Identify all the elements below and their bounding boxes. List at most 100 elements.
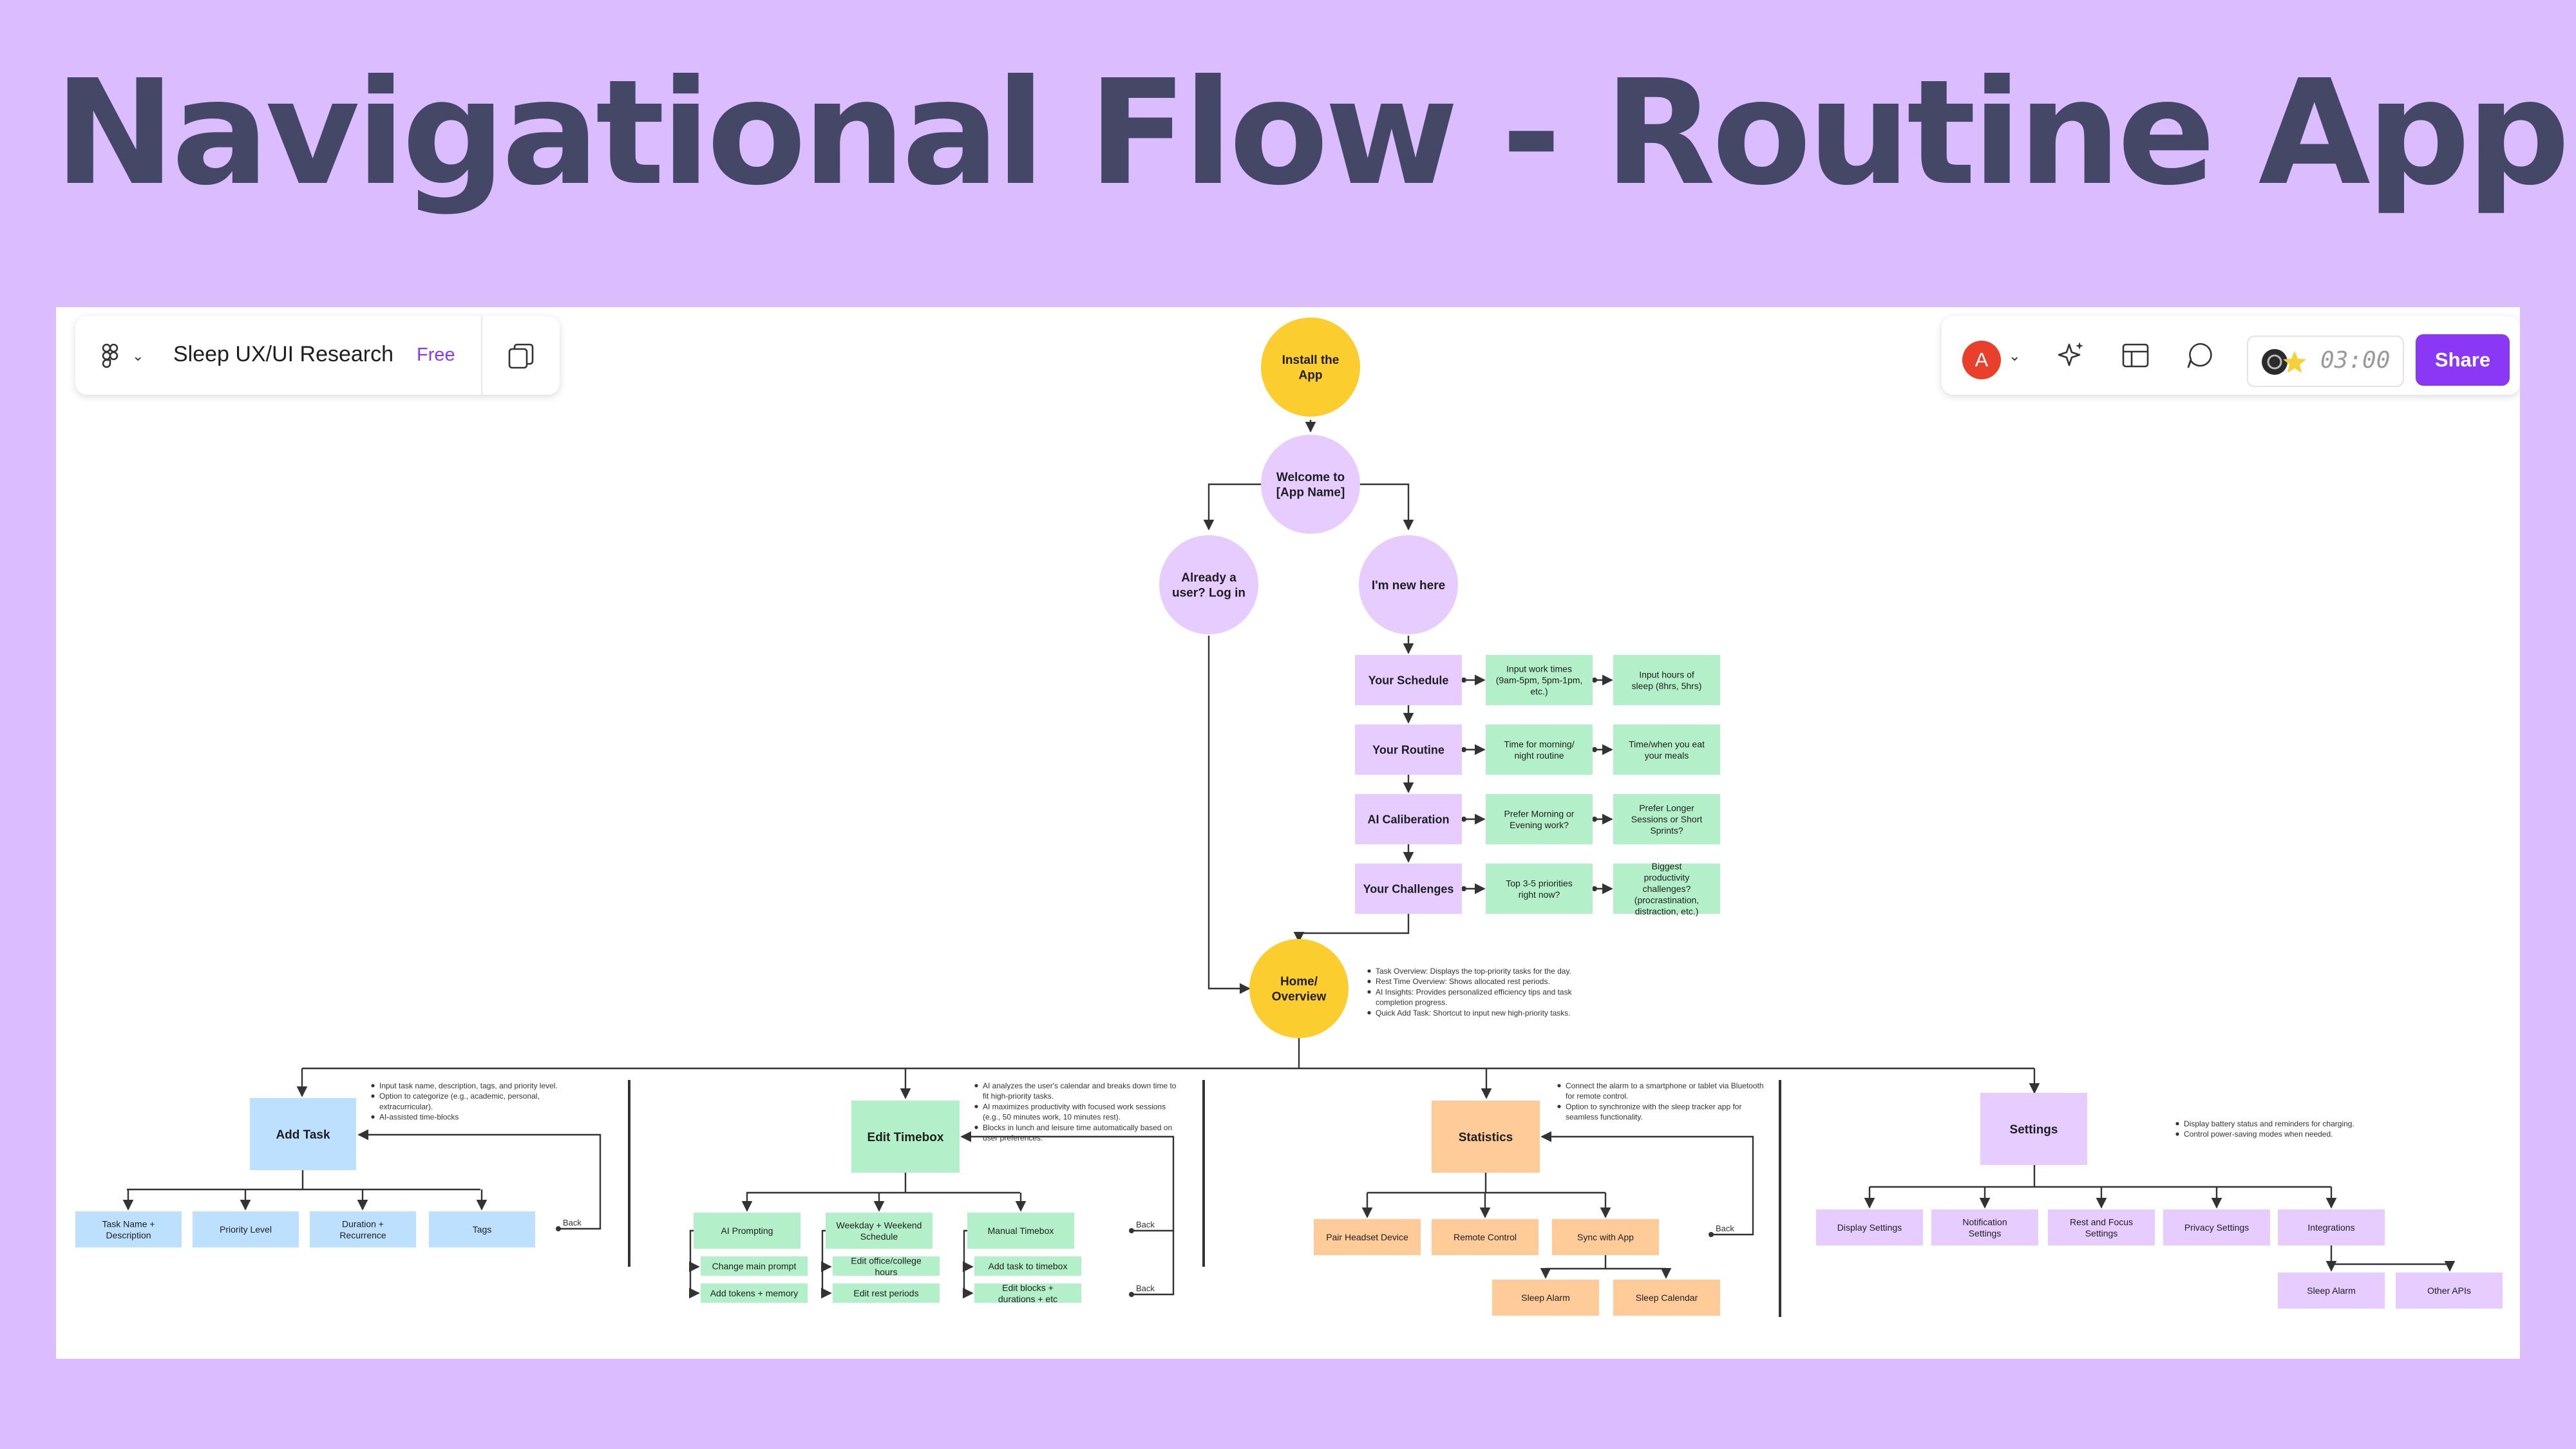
note-line: for remote control. — [1566, 1092, 1628, 1101]
question-2-answer-a[interactable] — [1486, 794, 1593, 844]
note-line: fit high-priority tasks. — [983, 1092, 1054, 1101]
edit-timebox-child-1[interactable] — [826, 1213, 933, 1249]
statistics-child-2[interactable] — [1552, 1219, 1659, 1255]
pages-icon[interactable] — [507, 342, 535, 373]
plan-badge: Free — [417, 345, 455, 365]
edit-timebox-child-1-sub-1[interactable] — [833, 1283, 940, 1303]
question-3[interactable] — [1355, 864, 1462, 914]
settings-node[interactable] — [1980, 1093, 2087, 1165]
question-3-answer-a[interactable] — [1486, 864, 1593, 914]
comment-icon[interactable] — [2184, 339, 2216, 374]
edit-timebox-node[interactable] — [851, 1101, 960, 1173]
settings-child-0[interactable] — [1816, 1209, 1923, 1245]
edit-timebox-child-0-sub-0[interactable] — [701, 1256, 808, 1276]
add-task-child-2[interactable] — [310, 1211, 416, 1247]
connector-dot — [1461, 817, 1466, 822]
note-line: Display battery status and reminders for… — [2184, 1119, 2354, 1128]
note-bullet — [974, 1104, 978, 1108]
edit-timebox-child-2-sub-1-label: Edit blocks +durations + etc — [998, 1282, 1057, 1304]
question-1-answer-a-label: Time for morning/night routine — [1504, 739, 1574, 761]
integration-child-1-label: Other APIs — [2427, 1285, 2471, 1296]
edit-timebox-child-2-sub-1[interactable] — [974, 1283, 1081, 1303]
settings-child-2[interactable] — [2048, 1209, 2155, 1245]
question-1-answer-a[interactable] — [1486, 724, 1593, 775]
statistics-child-0[interactable] — [1314, 1219, 1421, 1255]
statistics-node[interactable] — [1432, 1101, 1540, 1173]
login-node[interactable] — [1159, 535, 1258, 634]
edit-timebox-child-1-sub-1-label: Edit rest periods — [853, 1288, 918, 1298]
add-task-node[interactable] — [250, 1098, 356, 1170]
note-bullet — [371, 1115, 375, 1119]
chevron-down-icon[interactable]: ⌄ — [132, 348, 144, 365]
sync-child-1-label: Sleep Calendar — [1636, 1293, 1698, 1303]
edit-timebox-child-2-sub-0[interactable] — [974, 1256, 1081, 1276]
layout-icon[interactable] — [2119, 339, 2152, 374]
note-bullet — [974, 1084, 978, 1088]
sync-child-0-label: Sleep Alarm — [1521, 1293, 1569, 1303]
integration-child-1[interactable] — [2396, 1273, 2503, 1309]
share-button[interactable]: Share — [2416, 334, 2510, 386]
chevron-down-icon[interactable]: ⌄ — [2009, 348, 2021, 365]
add-task-child-3-label: Tags — [473, 1224, 492, 1235]
question-0[interactable] — [1355, 655, 1462, 705]
question-1-answer-b[interactable] — [1613, 724, 1720, 775]
question-1-label: Your Routine — [1372, 743, 1444, 756]
edit-timebox-child-0[interactable] — [694, 1213, 800, 1249]
sync-child-1[interactable] — [1613, 1280, 1720, 1316]
question-0-answer-b[interactable] — [1613, 655, 1720, 705]
note-line: Connect the alarm to a smartphone or tab… — [1566, 1081, 1764, 1090]
avatar[interactable]: A — [1962, 341, 2001, 379]
collab-toolbar: A ⌄ — [1942, 316, 2520, 395]
settings-child-4[interactable] — [2278, 1209, 2385, 1245]
connector-dot — [1461, 677, 1466, 683]
add-task-child-0[interactable] — [75, 1211, 182, 1247]
edit-timebox-child-2[interactable] — [967, 1213, 1074, 1249]
file-name[interactable]: Sleep UX/UI Research — [173, 342, 394, 366]
note-bullet — [1367, 969, 1371, 973]
question-0-answer-a-label: Input work times(9am-5pm, 5pm-1pm,etc.) — [1496, 664, 1583, 697]
connector-dot — [1592, 747, 1597, 752]
note-line: AI maximizes productivity with focused w… — [983, 1102, 1166, 1111]
settings-child-1[interactable] — [1931, 1209, 2038, 1245]
statistics-node-label: Statistics — [1459, 1131, 1513, 1144]
new-user-node[interactable] — [1359, 535, 1458, 634]
statistics-child-1-label: Remote Control — [1454, 1232, 1517, 1242]
integration-child-0[interactable] — [2278, 1273, 2385, 1309]
edit-timebox-child-1-sub-0[interactable] — [833, 1256, 940, 1276]
home-node[interactable] — [1249, 939, 1349, 1038]
figma-logo-icon[interactable] — [97, 343, 123, 372]
question-3-label: Your Challenges — [1363, 882, 1454, 895]
ai-sparkle-icon[interactable] — [2055, 339, 2087, 374]
sync-child-0[interactable] — [1492, 1280, 1599, 1316]
note-bullet — [371, 1084, 375, 1088]
add-task-child-1[interactable] — [193, 1211, 299, 1247]
add-task-child-2-label: Duration +Recurrence — [339, 1218, 386, 1240]
back-label: Back — [1716, 1224, 1734, 1233]
question-1[interactable] — [1355, 724, 1462, 775]
settings-child-3[interactable] — [2163, 1209, 2270, 1245]
edit-timebox-child-0-sub-1[interactable] — [701, 1283, 808, 1303]
add-task-child-3[interactable] — [429, 1211, 535, 1247]
connector — [1208, 636, 1251, 994]
note-line: AI-assisted time-blocks — [379, 1113, 459, 1122]
question-2[interactable] — [1355, 794, 1462, 844]
connector — [2331, 1260, 2456, 1272]
timer[interactable]: 03:00 — [2247, 336, 2404, 387]
statistics-child-1[interactable] — [1432, 1219, 1539, 1255]
statistics-notes: Connect the alarm to a smartphone or tab… — [1557, 1081, 1764, 1122]
question-0-answer-a[interactable] — [1486, 655, 1593, 705]
question-3-answer-b[interactable] — [1613, 864, 1720, 914]
welcome-node[interactable] — [1261, 435, 1360, 534]
question-2-answer-b[interactable] — [1613, 794, 1720, 844]
install-node[interactable] — [1261, 317, 1360, 417]
note-bullet — [371, 1094, 375, 1098]
note-bullet — [1367, 980, 1371, 983]
note-bullet — [1367, 990, 1371, 994]
file-toolbar: ⌄ Sleep UX/UI Research Free — [75, 316, 560, 395]
note-line: Option to synchronize with the sleep tra… — [1566, 1102, 1741, 1111]
